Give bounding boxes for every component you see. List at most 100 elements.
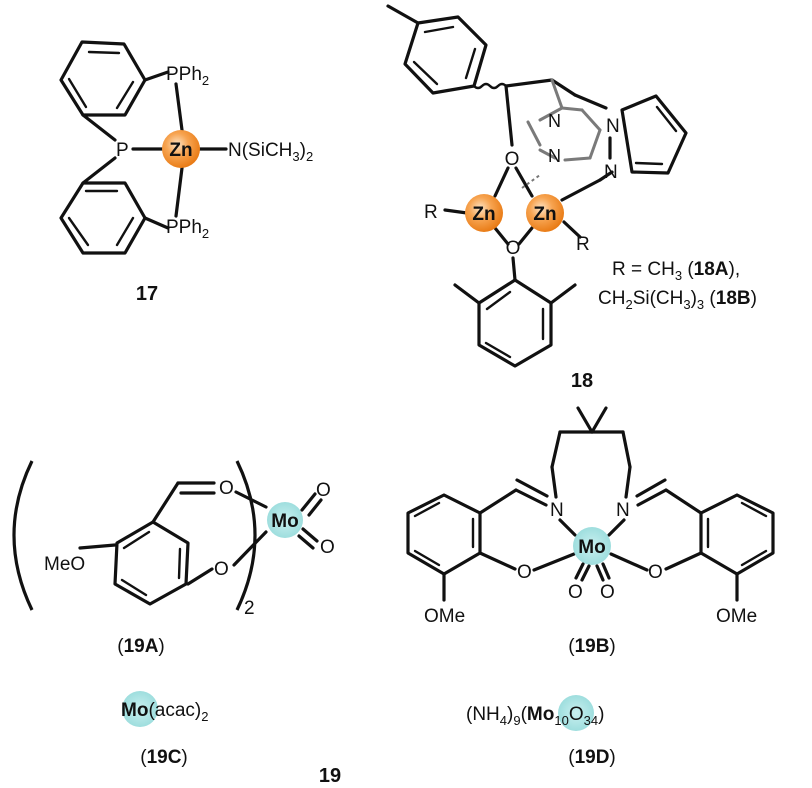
hash-zn-n (521, 174, 541, 189)
compound-19C: Mo(acac)2 (19C) (121, 691, 208, 768)
bond-o1-mo (532, 552, 576, 572)
bond-ch-n (573, 93, 608, 110)
n-imine-1-label: N (550, 500, 564, 521)
bond-mo-oxo-b1 (595, 564, 605, 582)
oxo-2-label: O (320, 537, 335, 558)
bond-o2-mo (609, 552, 649, 572)
bond-n1-mo (558, 518, 577, 537)
bond-mo-oxo-a1 (574, 562, 585, 580)
n-back-1-label: N (548, 111, 561, 131)
multiplier-label: 2 (244, 598, 255, 619)
ome-right-label: OMe (716, 606, 757, 627)
compound-19A-label: (19A) (117, 636, 165, 657)
bridge-bond-4 (621, 430, 632, 469)
compound-19D-label: (19D) (568, 747, 616, 768)
methyl-2 (590, 406, 608, 434)
ome-left-label: OMe (424, 606, 465, 627)
bond-r-zn1 (443, 208, 469, 215)
zinc-atom-2-icon (526, 194, 564, 232)
bond-mo-oxo1a (300, 492, 317, 512)
n-back-2-label: N (548, 146, 561, 166)
bond-o-aryl (511, 256, 517, 282)
n-front-1-label: N (606, 116, 620, 137)
bond-ch2-n2 (624, 465, 632, 499)
pbottom-label: PPh2 (166, 217, 209, 241)
bond-pbottom-zn (174, 166, 184, 218)
benzene-ring-19B-right (699, 493, 775, 576)
bond-zn2-r (562, 220, 582, 239)
amide-label: N(SiCH3)2 (228, 140, 313, 164)
compound-19B-label: (19B) (568, 636, 616, 657)
o-bridge-label: O (505, 149, 520, 170)
methyl-1 (576, 406, 594, 434)
molybdenum-label: Mo (271, 511, 298, 532)
ptop-label: PPh2 (166, 64, 209, 88)
compound-19D: (NH4)9(Mo10O34) (19D) (466, 695, 616, 768)
tolyl-methyl-bond (386, 4, 420, 25)
bond-o-zn1 (493, 166, 510, 198)
bond-ch-n-left (514, 488, 548, 507)
bond-mo-oxo2b (297, 534, 315, 550)
pyrazole-back (526, 78, 602, 162)
right-bracket (235, 460, 257, 611)
bond-ring-o-right (664, 551, 703, 571)
bond-zn1-o2 (493, 226, 510, 246)
oxo-19B-1-label: O (568, 582, 583, 603)
bond-ch-n-right (636, 488, 668, 507)
o-aldehyde-label: O (219, 478, 234, 499)
bond-zn-n2 (598, 170, 614, 182)
left-bracket (12, 460, 34, 611)
tolyl-ring (403, 15, 488, 95)
molybdenum-19B-label: Mo (578, 537, 605, 558)
bond-ring-ophenol (186, 567, 214, 586)
xylyl-ring (477, 278, 553, 368)
compound-19A: MeO O O Mo O O 2 (19A) (12, 460, 335, 657)
compound-19D-formula: (NH4)9(Mo10O34) (466, 704, 604, 728)
compound-19B: N N O OMe O OMe (406, 406, 775, 657)
compound-19C-label: (19C) (140, 747, 188, 768)
compound-17: PPh2 PPh2 P Zn N(SiCH3)2 17 (59, 40, 313, 305)
n-front-2-label: N (604, 162, 618, 183)
r-definition-1: R = CH3 (18A), (612, 259, 740, 283)
bond-zn2-n (560, 178, 602, 202)
bridge-bond-1 (550, 430, 562, 469)
compound-18: O N N N N (386, 4, 757, 392)
bond-o-mo-1 (234, 490, 268, 509)
zinc-1-label: Zn (472, 204, 495, 225)
bond-zn2-o2 (517, 226, 534, 246)
oxo-19B-2-label: O (600, 582, 615, 603)
bond-ring-ome (78, 543, 117, 550)
benzene-ring-19A (113, 520, 190, 606)
bond-ch-bridge (504, 78, 554, 88)
bond-ptop-zn (174, 82, 184, 132)
pyrazole-front (620, 94, 688, 175)
compound-19C-formula: Mo(acac)2 (121, 700, 208, 724)
n-imine-2-label: N (616, 500, 630, 521)
zinc-2-label: Zn (533, 204, 556, 225)
bond-ring-o-left (478, 551, 517, 571)
bond-mo-oxo2a (301, 527, 319, 543)
xylyl-methyl-right (549, 283, 577, 305)
benzene-ring-bottom (59, 181, 147, 255)
benzene-ring-top (59, 40, 147, 117)
benzene-ring-19B-left (406, 493, 482, 576)
r-label-left: R (424, 202, 438, 223)
molybdenum-19D-icon (558, 695, 594, 731)
methoxy-label: MeO (44, 554, 85, 575)
molybdenum-atom-icon (267, 502, 303, 538)
bond-ring-ptop (143, 70, 170, 82)
wavy-bond (472, 82, 508, 90)
xylyl-methyl-left (453, 283, 481, 305)
r-definition-2: CH2Si(CH3)3 (18B) (598, 288, 757, 312)
bond-o-zn2 (514, 166, 534, 198)
bond-ch-n-left-dbl (515, 478, 549, 498)
bond-o-mo-2 (232, 530, 268, 567)
bond-mo-oxo1b (307, 498, 323, 517)
molybdenum-19C-icon (122, 691, 158, 727)
o-aryloxide-label: O (506, 238, 521, 259)
bond-ring-ch-right (664, 488, 703, 515)
bond-bridge-n (550, 78, 577, 97)
bond-ring-pcentral2 (81, 156, 117, 185)
bond-ring-pbottom (143, 216, 170, 230)
